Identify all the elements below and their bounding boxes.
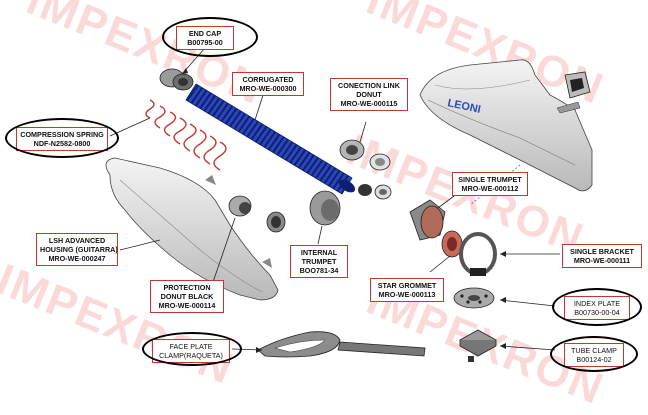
single-bracket-part (459, 232, 497, 276)
arrow-heads (182, 68, 506, 353)
protection-donut-part (228, 195, 252, 217)
connection-link-donut (339, 139, 391, 171)
left-housing (105, 157, 279, 301)
highlight-oval (550, 336, 638, 372)
small-rings (358, 184, 392, 200)
corrugated-tube (185, 83, 356, 195)
small-bracket (556, 71, 591, 114)
highlight-oval (5, 118, 119, 158)
star-grommet-part (441, 230, 463, 258)
highlight-oval (552, 288, 642, 326)
small-connector (266, 211, 286, 233)
right-housing: LEONI (419, 59, 593, 192)
parts-drawing: LEONI (105, 47, 593, 362)
single-trumpet-part (409, 199, 446, 241)
internal-trumpet-part (309, 190, 341, 226)
tube-clamp-part (459, 329, 497, 362)
face-plate-clamp-part (257, 331, 426, 358)
highlight-oval (162, 17, 258, 57)
compression-spring (145, 99, 227, 171)
end-cap-part (159, 68, 194, 91)
index-plate-part (453, 287, 495, 309)
highlight-oval (142, 332, 242, 366)
